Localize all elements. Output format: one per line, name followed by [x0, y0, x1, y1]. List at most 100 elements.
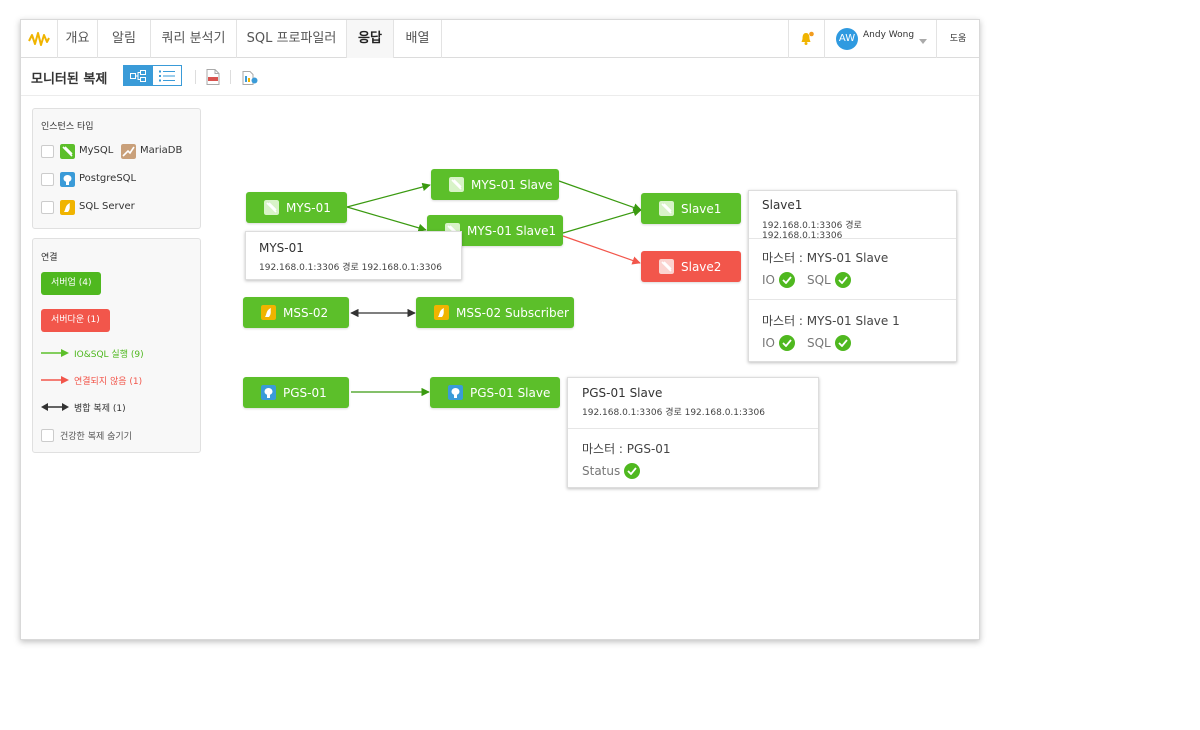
server-up-button[interactable]: 서버업 (4) — [41, 272, 102, 295]
popover-title: Slave1 — [762, 198, 803, 212]
app-logo[interactable] — [21, 20, 58, 58]
postgresql-icon — [60, 172, 75, 187]
node-mss02[interactable]: MSS-02 — [243, 297, 349, 328]
popover-title: MYS-01 — [259, 241, 304, 255]
app-window: 개요 알림 쿼리 분석기 SQL 프로파일러 응답 배열 AW Andy Won… — [20, 19, 980, 640]
green-arrow-icon — [41, 349, 69, 357]
sql-label: SQL — [806, 273, 831, 287]
check-icon — [778, 272, 795, 288]
toolbar-divider — [195, 70, 196, 84]
node-mys01-slave[interactable]: MYS-01 Slave — [431, 169, 559, 200]
node-label: MYS-01 — [286, 200, 331, 215]
mysql-icon — [449, 177, 464, 192]
mysql-checkbox[interactable] — [41, 145, 54, 158]
sqlserver-icon — [60, 200, 75, 215]
server-down-button[interactable]: 서버다운 (1) — [41, 309, 110, 332]
master-label: 마스터 : PGS-01 — [582, 442, 671, 456]
hide-healthy-label: 건강한 복제 숨기기 — [60, 432, 132, 442]
help-button[interactable]: 도움 — [936, 20, 979, 58]
page-toolbar: 모니터된 복제 — [21, 58, 979, 96]
sqlserver-icon — [434, 305, 449, 320]
topology-icon — [130, 69, 146, 82]
topology-view-button[interactable] — [123, 65, 153, 86]
legend-not-connected: 연결되지 않음 (1) — [74, 377, 143, 387]
user-name: Andy Wong — [863, 30, 915, 40]
node-slave1[interactable]: Slave1 — [641, 193, 741, 224]
sqlserver-label: SQL Server — [79, 201, 135, 212]
chevron-down-icon — [919, 38, 928, 44]
popover-title: PGS-01 Slave — [582, 386, 663, 400]
legend-merge-replication: 병합 복제 (1) — [74, 404, 126, 414]
node-label: Slave2 — [681, 259, 722, 274]
sqlserver-icon — [261, 305, 276, 320]
node-slave2[interactable]: Slave2 — [641, 251, 741, 282]
top-navbar: 개요 알림 쿼리 분석기 SQL 프로파일러 응답 배열 AW Andy Won… — [21, 20, 979, 58]
mysql-icon — [264, 200, 279, 215]
hide-healthy-checkbox[interactable] — [41, 429, 54, 442]
sqlserver-checkbox[interactable] — [41, 201, 54, 214]
toolbar-divider — [230, 70, 231, 84]
legend-io-sql-running: IO&SQL 실행 (9) — [74, 350, 144, 360]
page-title: 모니터된 복제 — [31, 72, 108, 87]
tab-sql-profiler[interactable]: SQL 프로파일러 — [237, 20, 347, 58]
node-label: PGS-01 — [283, 385, 327, 400]
slave1-info-popover: Slave1 192.168.0.1:3306 경로 192.168.0.1:3… — [748, 190, 957, 362]
node-mys01[interactable]: MYS-01 — [246, 192, 347, 223]
node-label: MSS-02 Subscriber — [456, 305, 569, 320]
mysql-icon — [60, 144, 75, 159]
node-label: MYS-01 Slave — [471, 177, 553, 192]
io-label: IO — [762, 336, 775, 350]
list-icon — [159, 70, 175, 81]
topology-edges — [346, 180, 642, 397]
popover-address: 192.168.0.1:3306 경로 192.168.0.1:3306 — [259, 263, 442, 273]
master-label: 마스터 : MYS-01 Slave — [762, 251, 889, 265]
edge-slave1-to-slave2[interactable] — [562, 235, 641, 265]
connection-title: 연결 — [41, 253, 58, 263]
check-icon — [834, 335, 851, 351]
user-menu[interactable]: AW Andy Wong — [824, 20, 936, 58]
avatar: AW — [836, 28, 858, 50]
postgresql-label: PostgreSQL — [79, 173, 137, 184]
instance-type-title: 인스턴스 타입 — [41, 122, 94, 132]
mysql-icon — [659, 201, 674, 216]
node-mss02-subscriber[interactable]: MSS-02 Subscriber — [416, 297, 574, 328]
check-icon — [834, 272, 851, 288]
tab-query-analyzer[interactable]: 쿼리 분석기 — [151, 20, 237, 58]
tab-response[interactable]: 응답 — [347, 20, 394, 58]
check-icon — [778, 335, 795, 351]
mariadb-icon — [121, 144, 136, 159]
postgresql-icon — [261, 385, 276, 400]
red-arrow-icon — [41, 376, 69, 384]
postgresql-icon — [448, 385, 463, 400]
node-label: MYS-01 Slave1 — [467, 223, 557, 238]
edge-mys01-to-slave[interactable] — [346, 182, 431, 208]
mys01-info-popover: MYS-01 192.168.0.1:3306 경로 192.168.0.1:3… — [245, 231, 462, 280]
pdf-export-icon[interactable] — [206, 69, 220, 85]
node-label: PGS-01 Slave — [470, 385, 551, 400]
io-label: IO — [762, 273, 775, 287]
edge-slave-to-slave1[interactable] — [558, 180, 642, 212]
connection-filter-panel: 연결 서버업 (4) 서버다운 (1) IO&SQL 실행 (9) 연결되지 않… — [32, 238, 201, 453]
sql-label: SQL — [806, 336, 831, 350]
popover-address: 192.168.0.1:3306 경로 192.168.0.1:3306 — [582, 408, 765, 418]
node-pgs01-slave[interactable]: PGS-01 Slave — [430, 377, 560, 408]
tab-alerts[interactable]: 알림 — [98, 20, 151, 58]
node-label: MSS-02 — [283, 305, 329, 320]
mariadb-label: MariaDB — [140, 145, 183, 156]
node-pgs01[interactable]: PGS-01 — [243, 377, 349, 408]
popover-address: 192.168.0.1:3306 경로 192.168.0.1:3306 — [762, 221, 862, 241]
notifications-button[interactable] — [788, 20, 824, 58]
bell-icon — [801, 31, 814, 45]
edge-mys01-to-slave1[interactable] — [346, 206, 427, 232]
postgresql-checkbox[interactable] — [41, 173, 54, 186]
mysql-icon — [659, 259, 674, 274]
list-view-button[interactable] — [152, 65, 182, 86]
tab-overview[interactable]: 개요 — [58, 20, 98, 58]
edge-slave1-to-slave1[interactable] — [562, 208, 642, 234]
master-label: 마스터 : MYS-01 Slave 1 — [762, 314, 900, 328]
tab-layout[interactable]: 배열 — [394, 20, 442, 58]
instance-type-filter-panel: 인스턴스 타입 MySQL MariaDB PostgreSQL SQL Ser… — [32, 108, 201, 229]
report-export-icon[interactable] — [242, 69, 258, 85]
logo-wave-icon — [28, 32, 50, 46]
node-label: Slave1 — [681, 201, 722, 216]
